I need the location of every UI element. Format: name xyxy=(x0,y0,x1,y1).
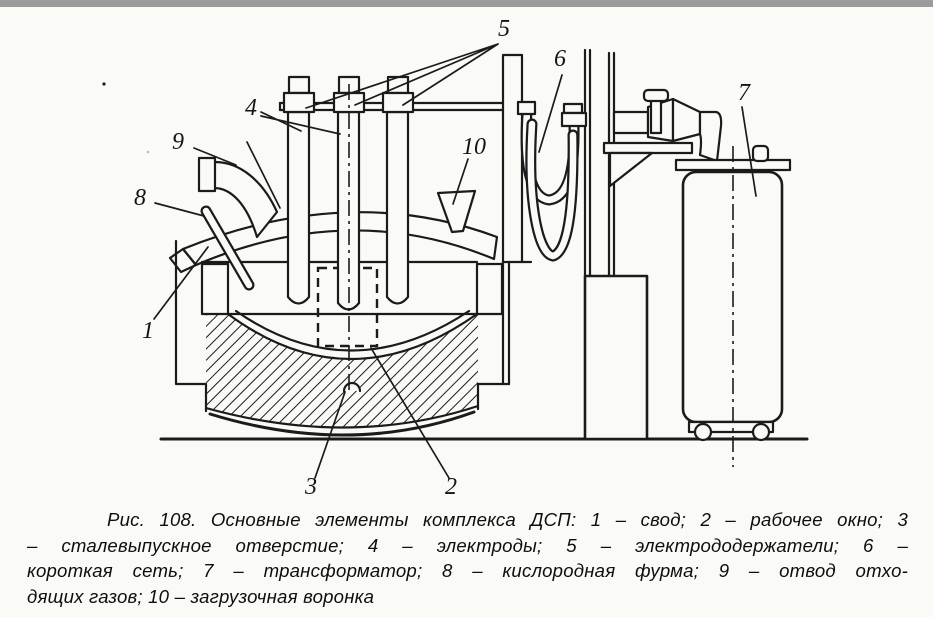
carriage-wheel xyxy=(693,422,713,442)
electrodes xyxy=(286,110,410,311)
working-window-outline xyxy=(316,266,379,348)
bushing-stem xyxy=(649,97,663,135)
gas-offtake xyxy=(197,156,279,239)
mast-column xyxy=(583,48,649,441)
callout-labels: 5 6 7 4 10 9 8 1 3 2 xyxy=(134,16,751,500)
leader-lines xyxy=(153,43,757,479)
oxygen-lance xyxy=(200,205,255,291)
furnace-vessel xyxy=(174,239,533,437)
label-3: 3 xyxy=(304,474,317,500)
label-2: 2 xyxy=(445,474,457,500)
caption-line: Рис. 108. Основные элементы комплекса ДС… xyxy=(107,509,908,530)
tap-hole xyxy=(342,381,362,393)
flexible-cables xyxy=(516,100,588,262)
bracket-plate xyxy=(602,141,694,155)
label-5: 5 xyxy=(498,16,510,42)
label-4: 4 xyxy=(245,95,257,121)
transformer-terminal xyxy=(751,144,770,163)
bracket-gusset xyxy=(608,151,654,188)
figure-caption: Рис. 108. Основные элементы комплекса ДС… xyxy=(27,507,908,609)
scan-edge-bar xyxy=(0,0,933,7)
transformer xyxy=(674,144,792,467)
label-9: 9 xyxy=(172,129,184,155)
label-7: 7 xyxy=(738,80,751,106)
label-10: 10 xyxy=(462,134,486,160)
arc-furnace-diagram: 5 6 7 4 10 9 8 1 3 2 xyxy=(102,16,809,500)
transformer-carriage xyxy=(687,420,775,434)
caption-line: дящих газов; 10 – загрузочная воронка xyxy=(27,585,375,607)
charging-funnel xyxy=(436,189,477,234)
carriage-wheel xyxy=(751,422,771,442)
label-6: 6 xyxy=(554,46,566,72)
caption-line: короткая сеть; 7 – трансформатор; 8 – ки… xyxy=(27,560,908,581)
label-8: 8 xyxy=(134,185,146,211)
label-1: 1 xyxy=(142,318,154,344)
bushing-arm xyxy=(602,88,723,188)
bushing-handle xyxy=(642,88,670,103)
scan-specks xyxy=(102,82,150,154)
mast-pedestal xyxy=(583,274,649,441)
caption-line: – сталевыпускное отверстие; 4 – электрод… xyxy=(27,534,908,556)
